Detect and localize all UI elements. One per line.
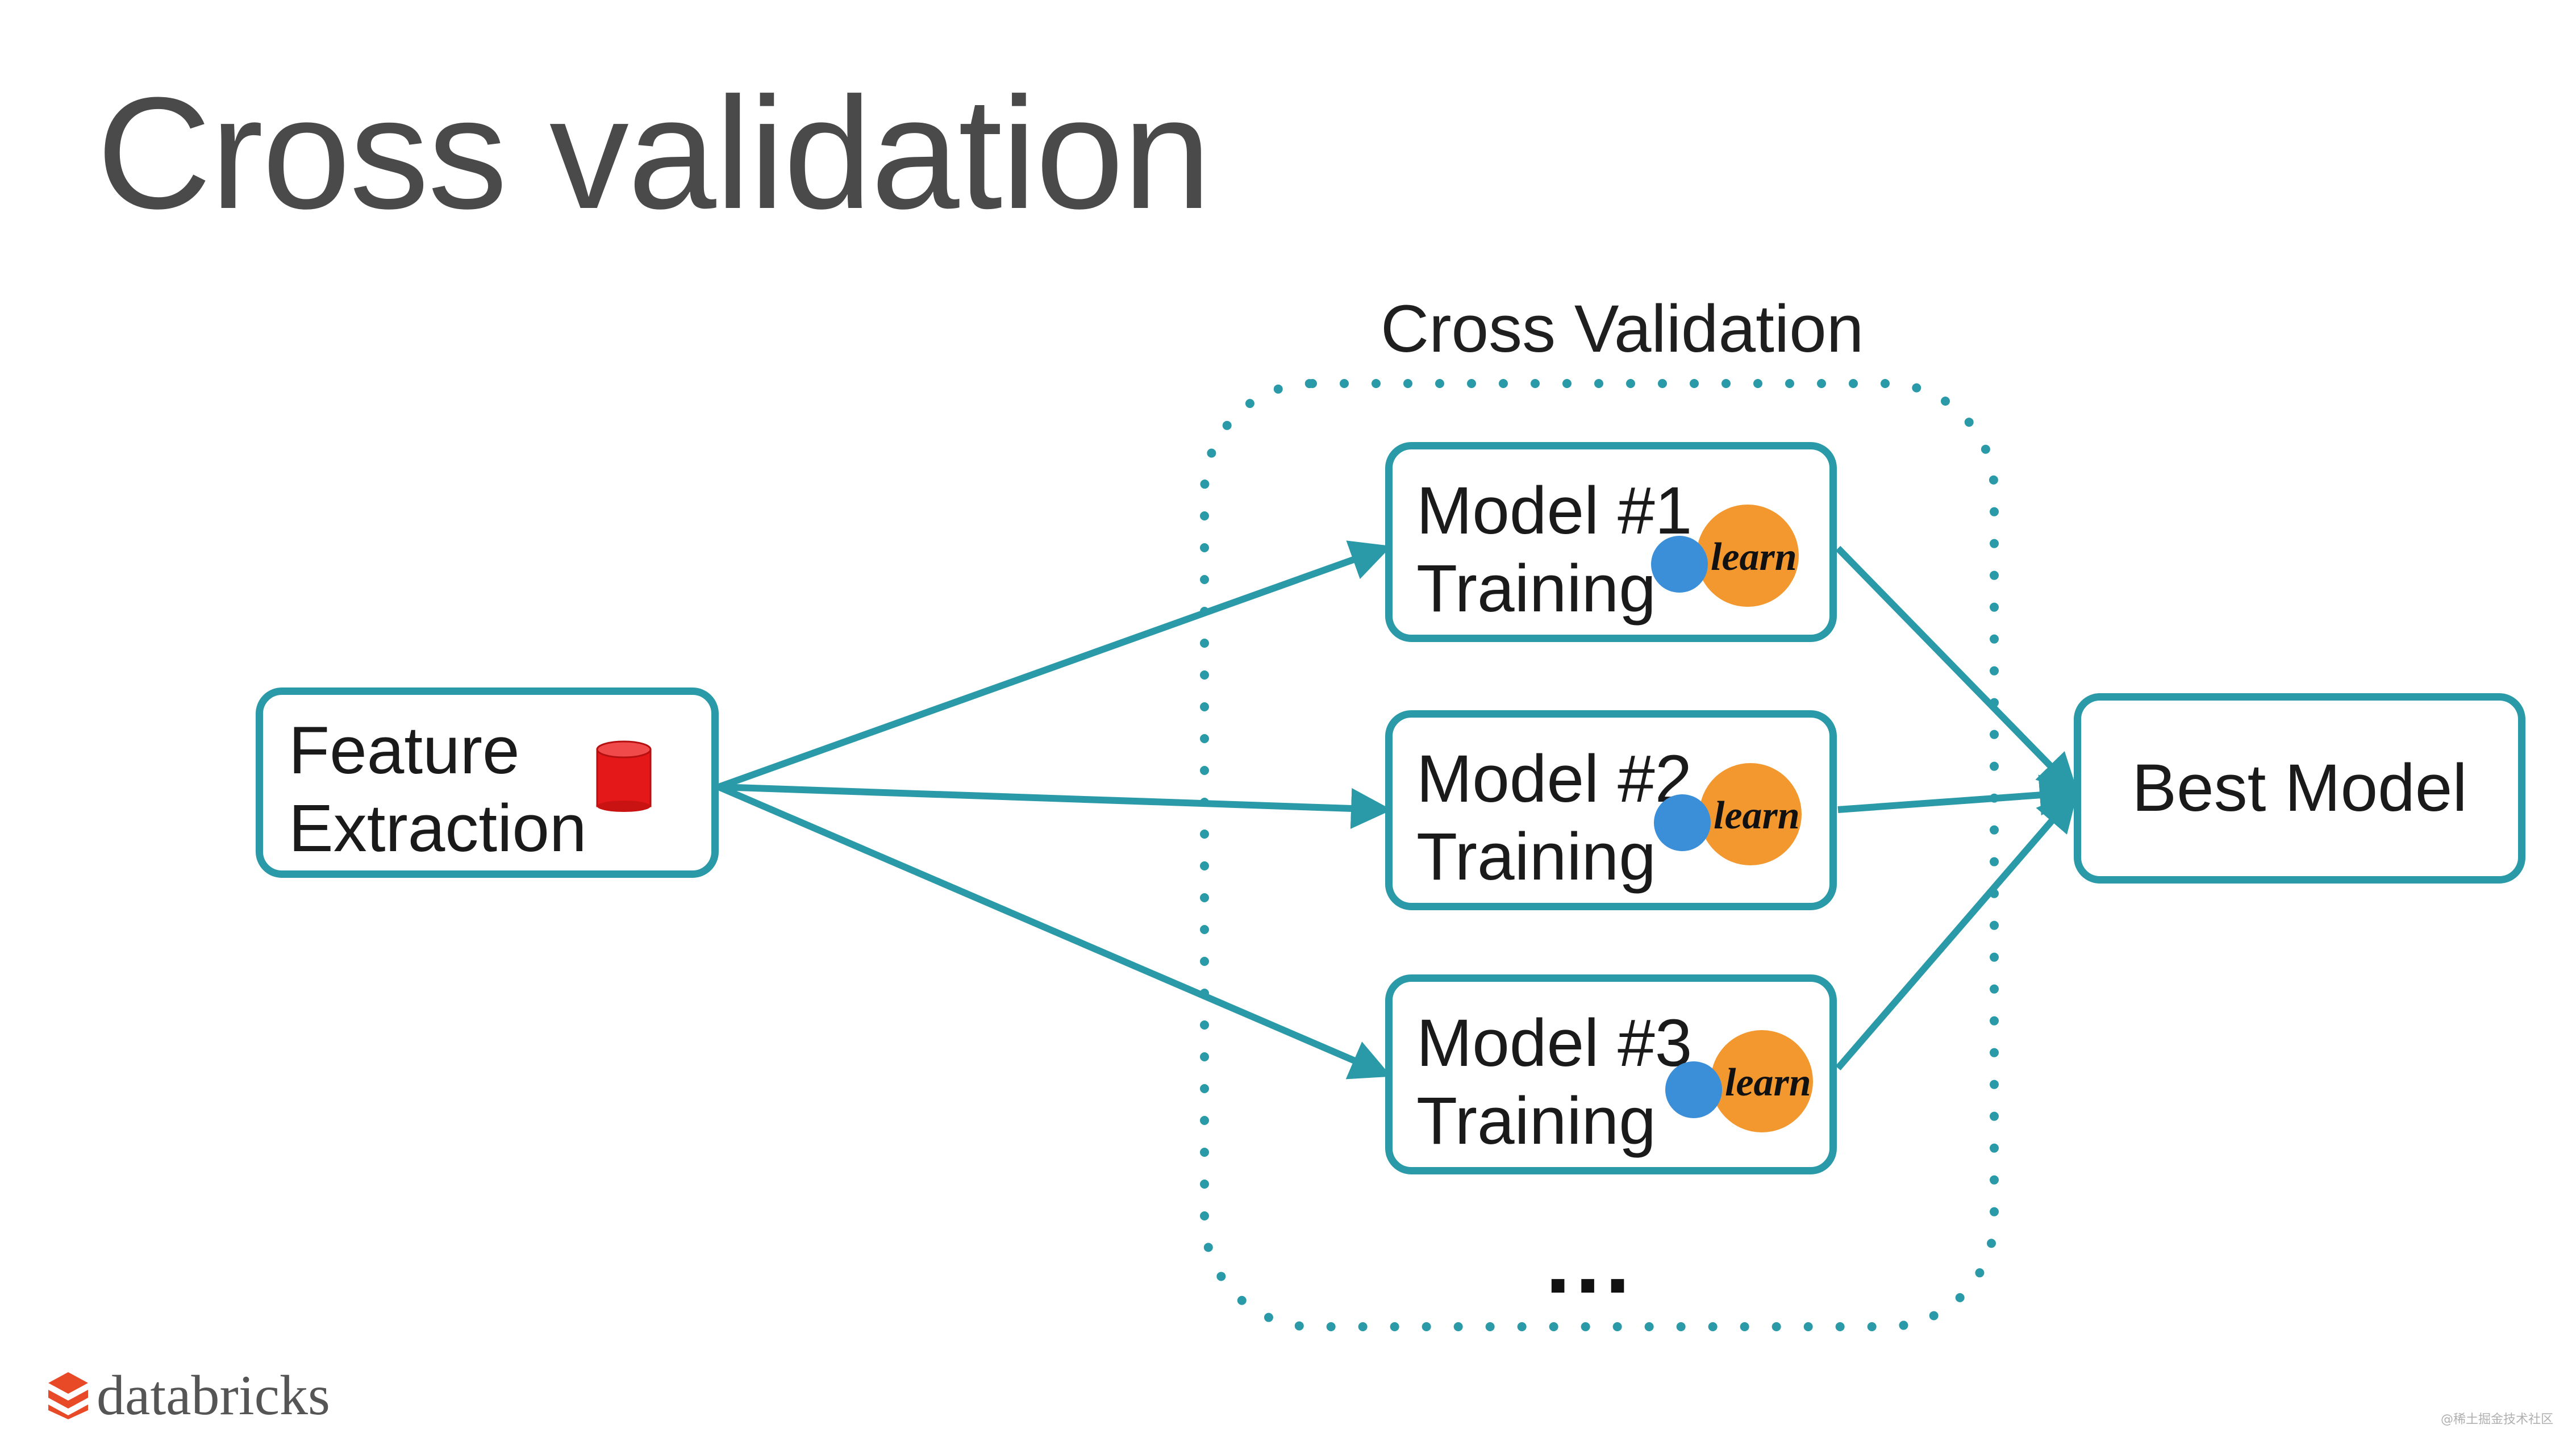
sklearn-logo-icon: learn — [1651, 505, 1799, 607]
model-1-line1: Model #1 — [1416, 473, 1693, 548]
sklearn-logo-icon: learn — [1665, 1030, 1813, 1132]
model-3-training-box: Model #3 Training learn — [1385, 974, 1837, 1174]
databricks-logo-icon — [48, 1372, 88, 1419]
more-models-ellipsis: ... — [1545, 1210, 1635, 1312]
model-2-training-box: Model #2 Training learn — [1385, 710, 1837, 910]
feature-box-line2: Extraction — [289, 790, 587, 866]
databricks-logo: databricks — [45, 1363, 330, 1427]
model-3-line1: Model #3 — [1416, 1006, 1693, 1081]
best-model-label: Best Model — [2132, 751, 2467, 826]
model-1-line2: Training — [1416, 551, 1656, 626]
cross-validation-group-label: Cross Validation — [1381, 291, 1864, 366]
feature-extraction-box: Feature Extraction — [256, 688, 719, 878]
database-icon — [596, 740, 652, 812]
sklearn-logo-icon: learn — [1654, 763, 1802, 865]
model-2-line2: Training — [1416, 819, 1656, 894]
arrow-model-3-to-best — [1835, 790, 2078, 1070]
arrow-feature-to-model-3 — [717, 784, 1392, 1080]
cross-validation-group-boundary — [1200, 379, 1999, 1331]
sklearn-word: learn — [1725, 1061, 1811, 1105]
arrow-feature-to-model-1 — [717, 540, 1392, 790]
sklearn-word: learn — [1714, 794, 1800, 838]
best-model-box: Best Model — [2074, 693, 2525, 884]
arrow-model-2-to-best — [1837, 774, 2081, 816]
slide-title: Cross validation — [97, 65, 1211, 242]
feature-box-line1: Feature — [289, 713, 520, 788]
arrow-feature-to-model-2 — [718, 784, 1392, 829]
sklearn-word: learn — [1711, 535, 1797, 579]
databricks-logo-text: databricks — [97, 1363, 330, 1427]
model-2-line1: Model #2 — [1416, 741, 1693, 816]
watermark: @稀土掘金技术社区 — [2440, 1413, 2553, 1427]
model-3-line2: Training — [1416, 1083, 1656, 1159]
arrow-model-1-to-best — [1835, 545, 2079, 795]
model-1-training-box: Model #1 Training learn — [1385, 442, 1837, 642]
